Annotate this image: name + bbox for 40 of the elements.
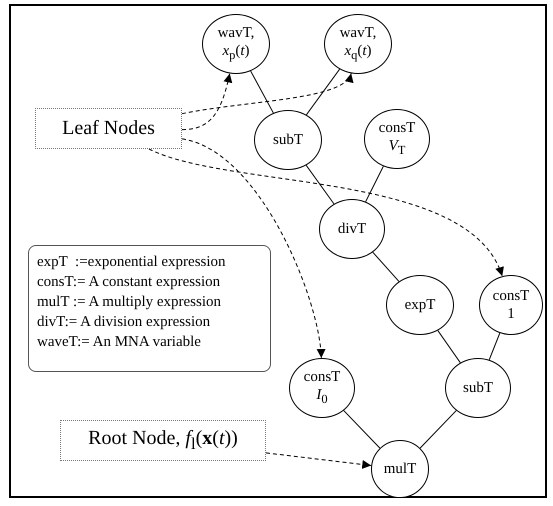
node-label: subT [273, 131, 303, 149]
node-label: divT [338, 220, 366, 238]
node-label: 1 [507, 305, 515, 323]
node-label: consT [378, 119, 416, 137]
dashed-arrow [182, 72, 352, 114]
node-label: wavT, [340, 24, 376, 42]
dashed-arrow [182, 73, 232, 130]
callout-text: Root Node, f$_{l}$(x(t)) [88, 427, 238, 454]
node-label: consT [492, 287, 530, 305]
tree-edge [250, 70, 274, 114]
node-label: subT [463, 379, 493, 397]
tree-edge [420, 410, 457, 449]
tree-edge [488, 332, 500, 360]
tree-edge [365, 166, 384, 202]
node-label: wavT, [218, 24, 254, 42]
dashed-arrow [182, 138, 325, 358]
legend-entry: mulT := A multiply expression [37, 293, 222, 312]
node-label: x$_{p}$(t) [222, 42, 250, 64]
node-label: I$_{0}$ [316, 386, 328, 408]
tree-edge [306, 164, 334, 204]
legend-entry: waveT:= An MNA variable [37, 333, 201, 352]
legend-entry: consT:= A constant expression [37, 273, 220, 292]
tree-edge [343, 410, 380, 449]
node-label: mulT [384, 460, 416, 478]
callout-box [60, 420, 266, 461]
legend-entry: expT :=exponential expression [37, 253, 226, 272]
tree-node-ellipse [371, 440, 429, 498]
dashed-arrow [148, 148, 503, 277]
callout-box [35, 108, 182, 149]
node-label: V$_{T}$ [388, 137, 406, 159]
tree-edge [372, 252, 400, 282]
node-label: expT [404, 296, 436, 314]
node-label: consT [304, 368, 340, 386]
tree-edge [306, 68, 340, 116]
legend-entry: divT:= A division expression [37, 313, 210, 332]
dashed-arrow [266, 452, 372, 469]
tree-edge [437, 330, 461, 364]
node-label: x$_{q}$(t) [344, 42, 372, 64]
callout-text: Leaf Nodes [62, 117, 155, 140]
legend-box [28, 245, 271, 372]
